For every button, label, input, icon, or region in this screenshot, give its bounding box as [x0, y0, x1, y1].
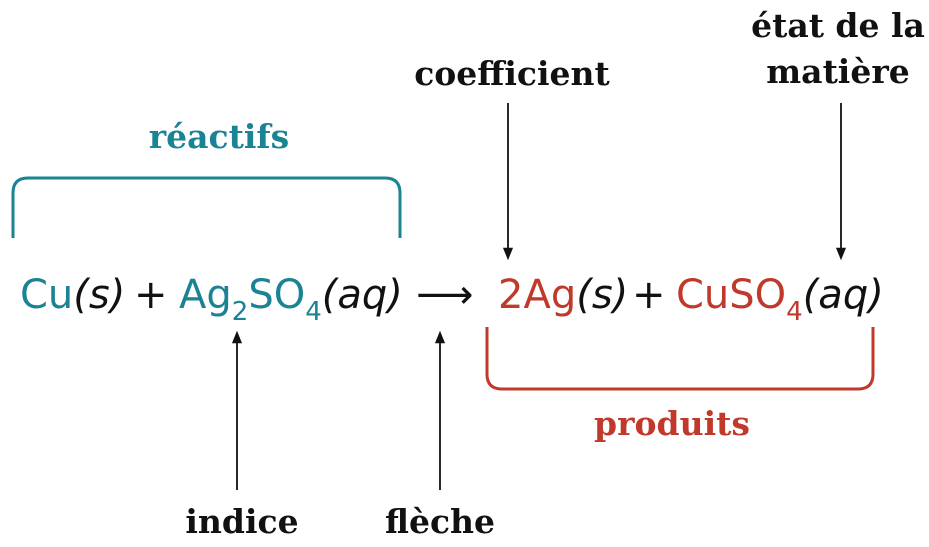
coefficient-2: 2	[498, 272, 523, 318]
cuso4-state: (aq)	[803, 272, 884, 318]
products-bracket	[485, 327, 875, 391]
chemical-equation: Cu(s)+Ag2SO4(aq)⟶2Ag(s)+CuSO4(aq)	[20, 272, 884, 327]
subscript-label: indice	[185, 502, 298, 541]
plus-sign: +	[134, 272, 168, 318]
cu-state: (s)	[73, 272, 125, 318]
coefficient-label: coefficient	[414, 54, 610, 93]
ag-subscript: 2	[232, 297, 249, 327]
reactants-bracket	[11, 176, 402, 238]
cuso4-subscript: 4	[786, 297, 803, 327]
reactant-ag: Ag	[179, 272, 232, 318]
reactant-so: SO	[248, 272, 305, 318]
reactant-cu: Cu	[20, 272, 73, 318]
product-ag: Ag	[523, 272, 576, 318]
ag2so4-state: (aq)	[322, 272, 403, 318]
products-label: produits	[594, 404, 750, 443]
reaction-arrow: ⟶	[416, 272, 473, 318]
state-of-matter-label-line1: état de la	[751, 6, 925, 45]
arrow-label: flèche	[385, 502, 495, 541]
ag-state: (s)	[576, 272, 628, 318]
state-of-matter-label-line2: matière	[766, 52, 909, 91]
product-cuso: CuSO	[676, 272, 786, 318]
so-subscript: 4	[305, 297, 322, 327]
plus-sign: +	[632, 272, 666, 318]
reactants-label: réactifs	[149, 117, 289, 156]
